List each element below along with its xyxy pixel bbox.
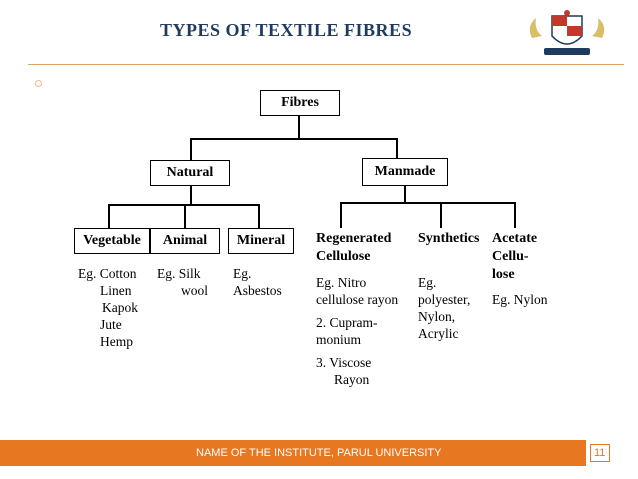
connector-level1-bar	[190, 138, 398, 140]
connector-animal-up	[184, 204, 186, 228]
vegetable-examples: Eg. Cotton Linen Kapok Jute Hemp	[78, 266, 138, 349]
bullet-icon	[35, 80, 42, 87]
footer-institute: NAME OF THE INSTITUTE, PARUL UNIVERSITY	[196, 447, 442, 459]
footer: NAME OF THE INSTITUTE, PARUL UNIVERSITY …	[0, 440, 638, 466]
node-natural: Natural	[150, 160, 230, 186]
node-fibres: Fibres	[260, 90, 340, 116]
regenerated-examples: Eg. Nitro cellulose rayon 2. Cupram- mon…	[316, 275, 399, 387]
page-title: TYPES OF TEXTILE FIBRES	[160, 20, 413, 40]
page-number-box	[590, 444, 610, 462]
connector-regenerated-up	[340, 202, 342, 228]
node-manmade: Manmade	[362, 158, 448, 186]
node-regenerated-cellulose: Regenerated Cellulose	[316, 231, 392, 264]
connector-manmade-bar	[340, 202, 516, 204]
node-animal: Animal	[150, 228, 220, 254]
mineral-examples: Eg. Asbestos	[233, 266, 282, 298]
acetate-examples: Eg. Nylon	[492, 292, 548, 307]
connector-synthetics-up	[440, 202, 442, 228]
connector-manmade-up	[396, 138, 398, 160]
synthetics-examples: Eg. polyester, Nylon, Acrylic	[418, 275, 471, 341]
connector-natural-down	[190, 186, 192, 206]
header-divider	[28, 64, 624, 65]
university-crest-icon	[529, 10, 605, 55]
node-vegetable: Vegetable	[74, 228, 150, 254]
node-mineral: Mineral	[228, 228, 294, 254]
connector-manmade-down	[404, 186, 406, 204]
animal-examples: Eg. Silk wool	[157, 266, 208, 298]
connector-acetate-up	[514, 202, 516, 228]
footer-bar	[0, 440, 586, 466]
connector-mineral-up	[258, 204, 260, 228]
page-number: 11	[594, 447, 606, 459]
connector-root-down	[298, 116, 300, 138]
connector-natural-up	[190, 138, 192, 160]
node-synthetics: Synthetics	[418, 231, 480, 246]
connector-vegetable-up	[108, 204, 110, 228]
node-acetate-cellulose: Acetate Cellu- lose	[492, 231, 538, 282]
